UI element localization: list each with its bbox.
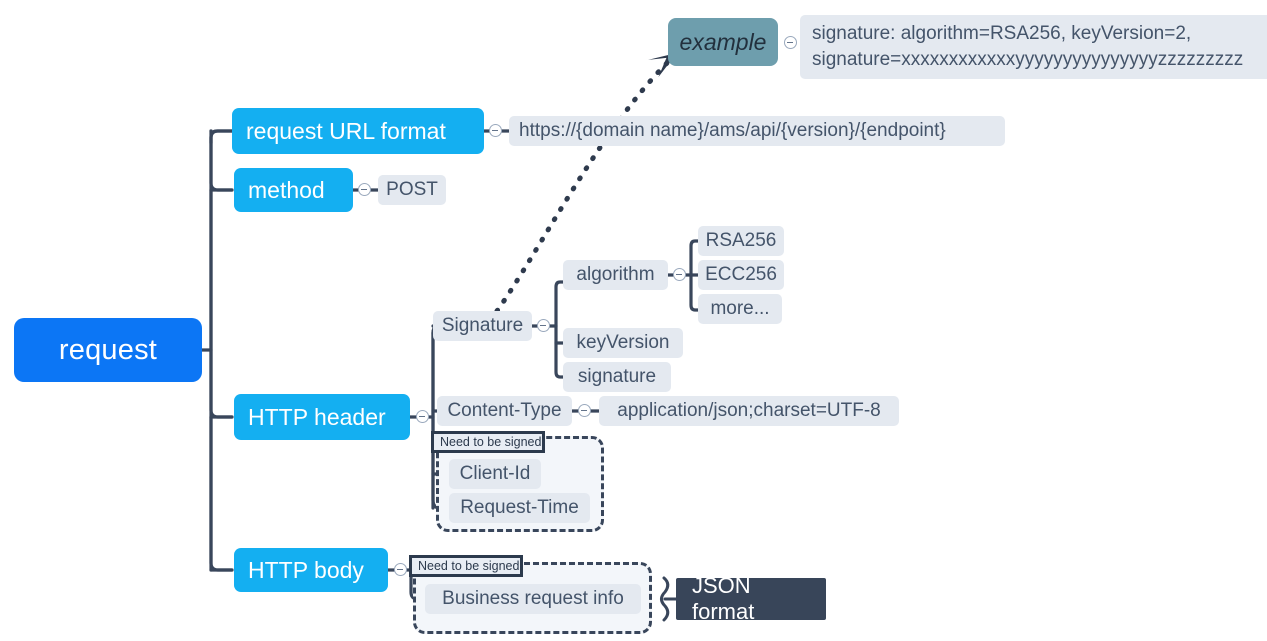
body-format-node[interactable]: JSON format	[676, 573, 826, 624]
root-node-label: request	[58, 333, 158, 366]
branch-label: HTTP header	[248, 403, 386, 430]
signature-child-algorithm[interactable]: algorithm	[563, 260, 668, 290]
content-type-value-text: application/json;charset=UTF-8	[617, 400, 881, 421]
body-item-business-request-info[interactable]: Business request info	[425, 584, 641, 614]
collapse-toggle-signature-icon[interactable]	[537, 319, 550, 332]
header-signature-node[interactable]: Signature	[433, 311, 532, 341]
branch-label: request URL format	[246, 117, 446, 144]
root-node-request[interactable]: request	[14, 318, 202, 382]
collapse-toggle-algorithm-icon[interactable]	[673, 268, 686, 281]
collapse-toggle-content-type-icon[interactable]	[578, 404, 591, 417]
keyversion-label: keyVersion	[576, 332, 670, 353]
example-signature-line1: signature: algorithm=RSA256, keyVersion=…	[812, 23, 1192, 44]
option-label: ECC256	[705, 264, 777, 285]
signature-child-label: signature	[577, 366, 657, 387]
algorithm-option-rsa256[interactable]: RSA256	[698, 226, 784, 256]
request-url-value[interactable]: https://{domain name}/ams/api/{version}/…	[509, 116, 1005, 146]
body-format-label: JSON format	[692, 573, 755, 624]
request-url-text: https://{domain name}/ams/api/{version}/…	[519, 120, 946, 141]
algorithm-option-more[interactable]: more...	[698, 294, 782, 324]
collapse-toggle-method-icon[interactable]	[358, 183, 371, 196]
header-signature-label: Signature	[441, 315, 524, 336]
branch-label: HTTP body	[248, 556, 364, 583]
branch-request-url-format[interactable]: request URL format	[232, 108, 484, 154]
header-item-label: Client-Id	[459, 463, 531, 484]
header-item-client-id[interactable]: Client-Id	[449, 459, 541, 489]
header-need-to-be-signed-tag[interactable]: Need to be signed	[431, 431, 545, 453]
option-label: RSA256	[705, 230, 777, 251]
option-label: more...	[710, 298, 770, 319]
branch-http-header[interactable]: HTTP header	[234, 394, 410, 440]
algorithm-option-ecc256[interactable]: ECC256	[698, 260, 784, 290]
signature-child-keyversion[interactable]: keyVersion	[563, 328, 683, 358]
header-item-request-time[interactable]: Request-Time	[449, 493, 590, 523]
collapse-toggle-example-icon[interactable]	[784, 36, 797, 49]
need-signed-label: Need to be signed	[418, 559, 520, 573]
method-value[interactable]: POST	[378, 175, 446, 205]
body-item-label: Business request info	[442, 588, 624, 609]
signature-child-signature[interactable]: signature	[563, 362, 671, 392]
algorithm-label: algorithm	[576, 264, 655, 285]
header-content-type-node[interactable]: Content-Type	[437, 396, 572, 426]
example-signature-line2: signature=xxxxxxxxxxxxyyyyyyyyyyyyyyyzzz…	[812, 49, 1244, 71]
method-text: POST	[386, 179, 438, 200]
collapse-toggle-http-body-icon[interactable]	[394, 563, 407, 576]
example-label: example	[679, 28, 767, 55]
branch-label: method	[248, 176, 325, 203]
content-type-label: Content-Type	[447, 400, 562, 421]
branch-http-body[interactable]: HTTP body	[234, 548, 388, 592]
collapse-toggle-http-header-icon[interactable]	[416, 410, 429, 423]
header-content-type-value[interactable]: application/json;charset=UTF-8	[599, 396, 899, 426]
branch-method[interactable]: method	[234, 168, 353, 212]
example-signature-text[interactable]: signature: algorithm=RSA256, keyVersion=…	[800, 15, 1267, 80]
header-item-label: Request-Time	[460, 497, 579, 518]
example-node[interactable]: example	[668, 18, 778, 66]
need-signed-label: Need to be signed	[440, 435, 542, 449]
collapse-toggle-request-url-icon[interactable]	[489, 124, 502, 137]
body-need-to-be-signed-tag[interactable]: Need to be signed	[409, 555, 523, 577]
